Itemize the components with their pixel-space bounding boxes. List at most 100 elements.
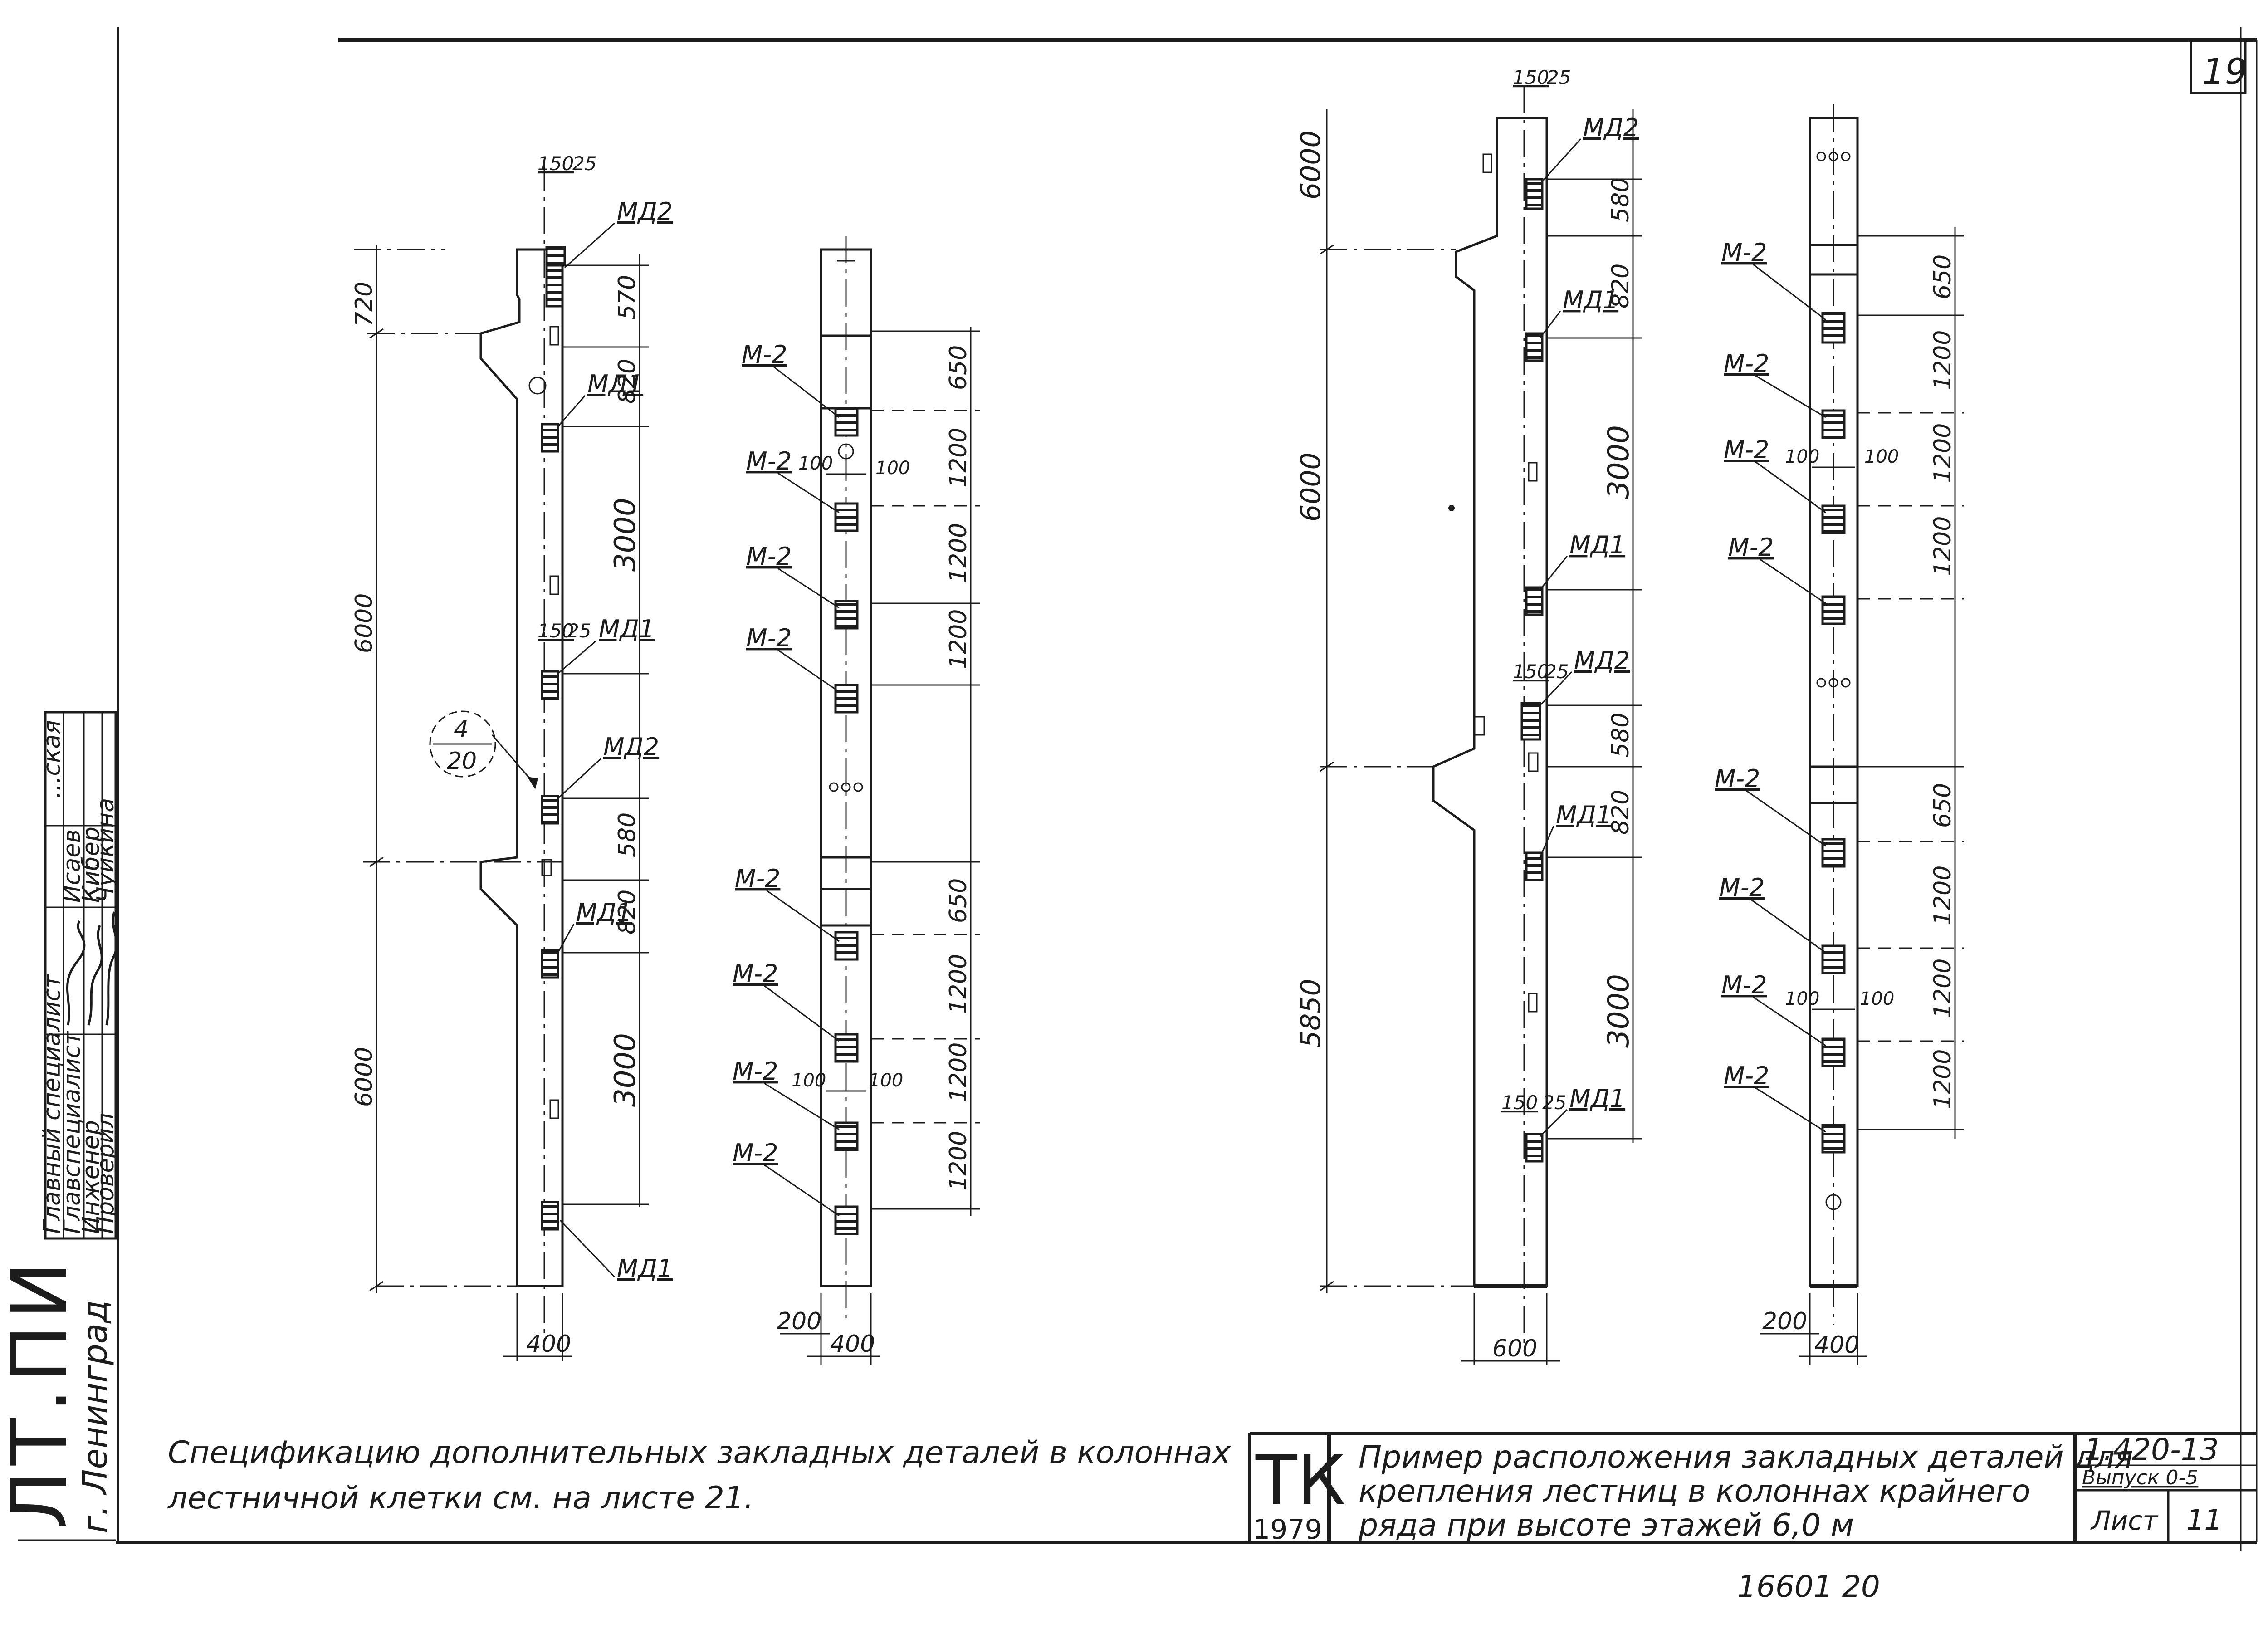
front-bottom-200: 200	[777, 1308, 821, 1335]
note-line-2: лестничной клетки см. на листе 21.	[167, 1480, 754, 1516]
stamp-sheet-no: 11	[2186, 1503, 2222, 1536]
front-dim-1200-f: 1200	[945, 1131, 972, 1191]
signature-2	[87, 925, 103, 1026]
r-label-md1-c: МД1	[1556, 801, 1612, 829]
r-dim-right-3000-lower: 3000	[1602, 974, 1636, 1048]
front-bottom-400: 400	[830, 1331, 875, 1358]
front-m2-6: М-2	[733, 959, 778, 988]
dim-top-25: 25	[572, 152, 596, 175]
dim-right-3000-lower: 3000	[609, 1033, 642, 1107]
dim-right-820-lower: 820	[614, 890, 641, 934]
front-dim-1200-a: 1200	[945, 428, 972, 488]
dim-right-3000-upper: 3000	[609, 498, 642, 572]
r-dim-top-150: 150	[1513, 66, 1549, 88]
r-label-md2-top: МД2	[1583, 113, 1639, 142]
rf-m2-7: М-2	[1721, 971, 1767, 999]
rf-dim-1200-d: 1200	[1929, 866, 1956, 925]
rf-spacing-100-right-2: 100	[1860, 988, 1894, 1009]
city: г. Ленинград	[76, 1300, 115, 1533]
rf-dim-1200-e: 1200	[1929, 959, 1956, 1018]
rf-m2-1: М-2	[1721, 238, 1767, 267]
front-m2-1: М-2	[742, 340, 787, 369]
page-number: 19	[2202, 52, 2247, 93]
rf-spacing-100-left: 100	[1785, 446, 1819, 467]
section-callout	[429, 710, 496, 778]
front-spacing-100-right: 100	[875, 458, 910, 479]
front-spacing-100-left-2: 100	[792, 1070, 826, 1091]
front-dim-1200-b: 1200	[945, 523, 972, 583]
r-dim-right-820-upper: 820	[1607, 264, 1634, 308]
rf-spacing-100-left-2: 100	[1785, 988, 1819, 1009]
signature-3	[105, 911, 118, 1026]
front-dim-650-lower: 650	[945, 878, 972, 923]
dim-mid-25: 25	[567, 620, 591, 642]
front-m2-3: М-2	[746, 542, 792, 571]
front-dim-1200-e: 1200	[945, 1042, 972, 1102]
r-dim-left-6000-top: 6000	[1295, 130, 1327, 200]
dim-left-720: 720	[351, 282, 378, 327]
rf-dim-650-upper: 650	[1929, 254, 1956, 299]
page-number-box: 19	[2190, 41, 2247, 94]
rf-bottom-200: 200	[1762, 1308, 1807, 1335]
label-md1-a: МД1	[587, 370, 643, 398]
rf-m2-5: М-2	[1715, 764, 1760, 793]
stamp-title-3: ряда при высоте этажей 6,0 м	[1358, 1507, 1854, 1543]
dim-right-570: 570	[614, 275, 641, 320]
r-dim-left-6000-mid: 6000	[1295, 452, 1327, 522]
r-dim-low-150: 150	[1501, 1091, 1538, 1114]
callout-number: 4	[454, 716, 469, 743]
r-label-md1-d: МД1	[1569, 1084, 1625, 1113]
front-m2-7: М-2	[733, 1057, 778, 1086]
organization-logo: ЛТ.ПИ	[0, 1256, 84, 1529]
r-dim-mid-150: 150	[1513, 660, 1549, 683]
front-m2-2: М-2	[746, 447, 792, 475]
sheet-frame	[18, 27, 2258, 1551]
rf-m2-2: М-2	[1724, 349, 1769, 378]
role-chief-specialist: Главный специалист	[39, 974, 66, 1234]
r-dim-low-25: 25	[1542, 1091, 1566, 1114]
r-dim-right-580-upper: 580	[1607, 177, 1634, 222]
title-block: ТК 1979 Пример расположения закладных де…	[1248, 1432, 2257, 1546]
r-label-md2-mid: МД2	[1574, 646, 1630, 675]
stamp-title-1: Пример расположения закладных деталей дл…	[1359, 1439, 2133, 1475]
label-md1-d: МД1	[617, 1254, 673, 1283]
r-dim-left-5850: 5850	[1295, 978, 1327, 1048]
rf-spacing-100-right: 100	[1864, 446, 1899, 467]
stamp-year: 1979	[1253, 1514, 1322, 1546]
callout-sheet: 20	[447, 748, 477, 775]
archive-number: 16601 20	[1737, 1569, 1880, 1604]
front-dim-1200-c: 1200	[945, 609, 972, 669]
role-lead-specialist: Главспециалист	[59, 1031, 86, 1234]
role-checked: Проверил	[92, 1113, 119, 1234]
dim-top-150: 150	[538, 152, 574, 175]
rf-dim-1200-f: 1200	[1929, 1049, 1956, 1109]
label-md1-c: МД1	[576, 898, 632, 927]
dim-left-6000-lower: 6000	[351, 1047, 378, 1107]
front-m2-5: М-2	[735, 864, 780, 893]
dim-bottom-400: 400	[526, 1331, 571, 1358]
r-dim-bottom-600: 600	[1492, 1335, 1537, 1362]
front-spacing-100-left: 100	[798, 453, 833, 474]
rf-dim-1200-b: 1200	[1929, 423, 1956, 483]
r-dim-right-820-lower: 820	[1607, 790, 1634, 835]
column-front-right: 650 1200 1200 1200 650 1200 1200 1200 М-…	[1715, 104, 1964, 1365]
column-elevation-left: 150 25 МД2 МД1 150 25 МД1 МД2 МД1 МД1 72…	[351, 152, 673, 1361]
r-dim-right-3000-upper: 3000	[1602, 425, 1636, 499]
stamp-sheet-label: Лист	[2090, 1505, 2159, 1536]
label-md1-b: МД1	[599, 615, 655, 643]
dim-mid-150: 150	[538, 620, 574, 642]
r-label-md1-a: МД1	[1563, 286, 1618, 314]
role-engineer: Инженер	[78, 1120, 105, 1234]
name-chuikina: Чуйкина	[92, 798, 119, 903]
label-md2-mid: МД2	[603, 733, 659, 761]
r-dim-top-25: 25	[1547, 66, 1571, 88]
name-isaev: Исаев	[59, 829, 86, 903]
rf-m2-6: М-2	[1719, 873, 1765, 902]
label-md2-top: МД2	[617, 197, 673, 226]
stamp-issue: Выпуск 0-5	[2082, 1466, 2198, 1489]
front-spacing-100-right-2: 100	[869, 1070, 903, 1091]
stamp-series: 1.420-13	[2084, 1432, 2219, 1467]
dim-right-820-upper: 820	[614, 359, 641, 404]
rf-m2-4: М-2	[1728, 533, 1774, 562]
